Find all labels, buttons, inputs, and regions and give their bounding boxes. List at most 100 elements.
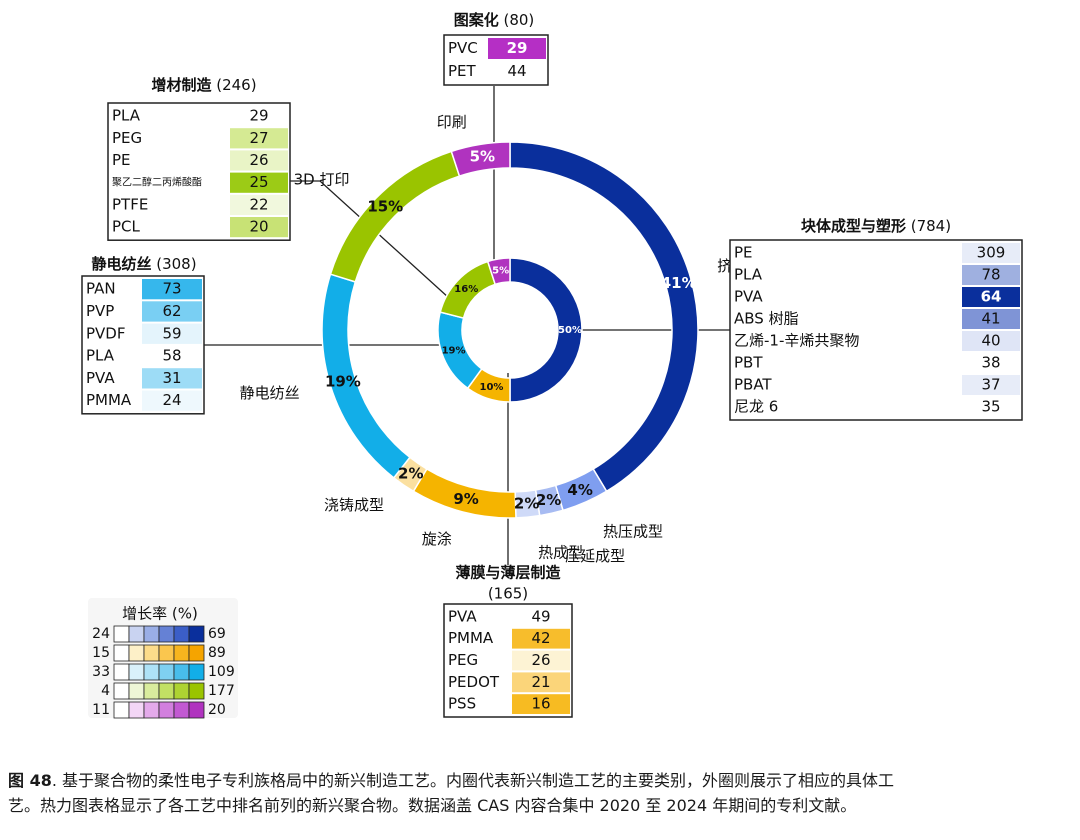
table-row-name-electrospin-0: PAN [86, 280, 116, 298]
table-cell-bg-film-2 [512, 650, 570, 671]
table-row-value-electrospin-5: 24 [162, 391, 181, 409]
table-cell-bg-additive-2 [230, 150, 288, 171]
legend-swatch-3-0 [113, 682, 130, 700]
table-row-value-electrospin-2: 59 [162, 324, 181, 342]
outer-pct-label-4: 9% [453, 490, 478, 508]
inner-pct-label-4: 5% [492, 266, 509, 277]
table-row-name-electrospin-4: PVA [86, 369, 115, 387]
table-count-patterning: (80) [499, 11, 535, 29]
table-cell-bg-additive-5 [230, 217, 288, 238]
caption-line-1: 图 48. 基于聚合物的柔性电子专利族格局中的新兴制造工艺。内圈代表新兴制造工艺… [8, 768, 1074, 793]
table-cell-bg-electrospin-0 [142, 279, 202, 300]
outer-pct-label-1: 4% [567, 481, 592, 499]
table-cell-bg-film-3 [512, 672, 570, 693]
table-cell-bg-additive-1 [230, 128, 288, 149]
legend-swatch-3-5 [188, 682, 205, 700]
caption-line-2: 艺。热力图表格显示了各工艺中排名前列的新兴聚合物。数据涵盖 CAS 内容合集中 … [8, 796, 857, 815]
legend-swatch-0-0 [113, 625, 130, 643]
table-cell-bg-bulk-4 [962, 331, 1020, 351]
legend-swatch-4-2 [143, 701, 160, 719]
outer-name-label-5: 浇铸成型 [324, 496, 384, 514]
table-row-value-bulk-6: 37 [981, 376, 1000, 394]
table-row-value-additive-1: 27 [249, 129, 268, 147]
table-row-value-additive-5: 20 [249, 218, 268, 236]
table-cell-bg-additive-3 [230, 172, 288, 193]
table-cell-bg-electrospin-5 [142, 390, 202, 411]
table-row-name-patterning-0: PVC [448, 39, 478, 57]
legend-swatch-4-3 [158, 701, 175, 719]
outer-pct-label-3: 2% [514, 495, 539, 513]
table-cell-bg-additive-4 [230, 194, 288, 215]
table-row-value-additive-2: 26 [249, 151, 268, 169]
table-row-value-patterning-0: 29 [507, 39, 528, 57]
table-count-electrospin: (308) [151, 255, 196, 273]
outer-slice-8 [450, 141, 511, 178]
table-row-name-film-2: PEG [448, 651, 478, 669]
table-cell-bg-electrospin-4 [142, 368, 202, 389]
caption-label: 图 48 [8, 771, 52, 790]
table-row-value-electrospin-0: 73 [162, 280, 181, 298]
legend-swatch-1-0 [113, 644, 130, 662]
legend-swatch-3-2 [143, 682, 160, 700]
legend-swatch-0-3 [158, 625, 175, 643]
outer-name-label-4: 旋涂 [422, 530, 452, 548]
table-cell-bg-electrospin-3 [142, 345, 202, 367]
table-heading-bulk: 块体成型与塑形 (784) [801, 217, 951, 235]
legend-swatch-0-2 [143, 625, 160, 643]
table-title-additive: 增材制造 [151, 76, 211, 94]
legend-min-1: 15 [92, 645, 110, 661]
outer-slice-0 [509, 141, 699, 493]
table-cell-bg-electrospin-2 [142, 323, 202, 344]
table-cell-bg-bulk-2 [962, 287, 1020, 307]
outer-name-label-7: 3D 打印 [294, 170, 350, 188]
table-row-name-bulk-2: PVA [734, 288, 763, 306]
legend-min-4: 11 [92, 702, 110, 718]
legend-swatch-2-0 [113, 663, 130, 681]
legend-min-2: 33 [92, 664, 110, 680]
inner-pct-label-1: 10% [479, 382, 503, 393]
outer-ring [321, 141, 699, 519]
table-heading-electrospin: 静电纺丝 (308) [91, 255, 196, 273]
table-cell-bg-film-0 [512, 607, 570, 627]
legend-swatch-4-5 [188, 701, 205, 719]
legend-swatch-2-3 [158, 663, 175, 681]
table-row-value-bulk-7: 35 [981, 398, 1000, 416]
table-row-name-electrospin-2: PVDF [86, 324, 126, 342]
table-row-value-film-4: 16 [531, 695, 550, 713]
table-cell-bg-film-4 [512, 694, 570, 714]
table-row-name-electrospin-1: PVP [86, 302, 114, 320]
legend-title: 增长率 (%) [122, 605, 198, 623]
table-cell-bg-bulk-3 [962, 309, 1020, 329]
table-row-value-additive-3: 25 [249, 173, 268, 191]
outer-name-label-1: 热压成型 [603, 523, 663, 541]
inner-ring [437, 257, 583, 403]
table-count-film: (165) [488, 585, 528, 603]
inner-slice-0 [509, 257, 583, 403]
outer-pct-label-6: 19% [325, 372, 361, 390]
table-row-name-film-1: PMMA [448, 629, 494, 647]
table-row-name-film-0: PVA [448, 607, 477, 625]
table-row-name-bulk-1: PLA [734, 266, 763, 284]
table-heading-additive: 增材制造 (246) [151, 76, 256, 94]
table-row-name-patterning-1: PET [448, 62, 477, 80]
table-count-bulk: (784) [906, 217, 951, 235]
table-row-value-film-0: 49 [531, 607, 550, 625]
table-cell-bg-bulk-6 [962, 375, 1020, 395]
outer-name-label-8: 印刷 [437, 113, 467, 131]
ring-labels: 50%10%19%16%5%41%4%2%2%9%2%19%15%5%挤出成型热… [240, 113, 778, 565]
legend-swatch-3-3 [158, 682, 175, 700]
outer-pct-label-2: 2% [536, 491, 561, 509]
table-row-name-electrospin-5: PMMA [86, 391, 132, 409]
table-row-value-electrospin-3: 58 [162, 347, 181, 365]
table-row-value-additive-0: 29 [249, 107, 268, 125]
table-row-value-electrospin-1: 62 [162, 302, 181, 320]
table-row-value-film-1: 42 [531, 629, 550, 647]
outer-pct-label-7: 15% [367, 198, 403, 216]
legend-max-4: 20 [208, 702, 226, 718]
inner-pct-label-3: 16% [454, 284, 478, 295]
